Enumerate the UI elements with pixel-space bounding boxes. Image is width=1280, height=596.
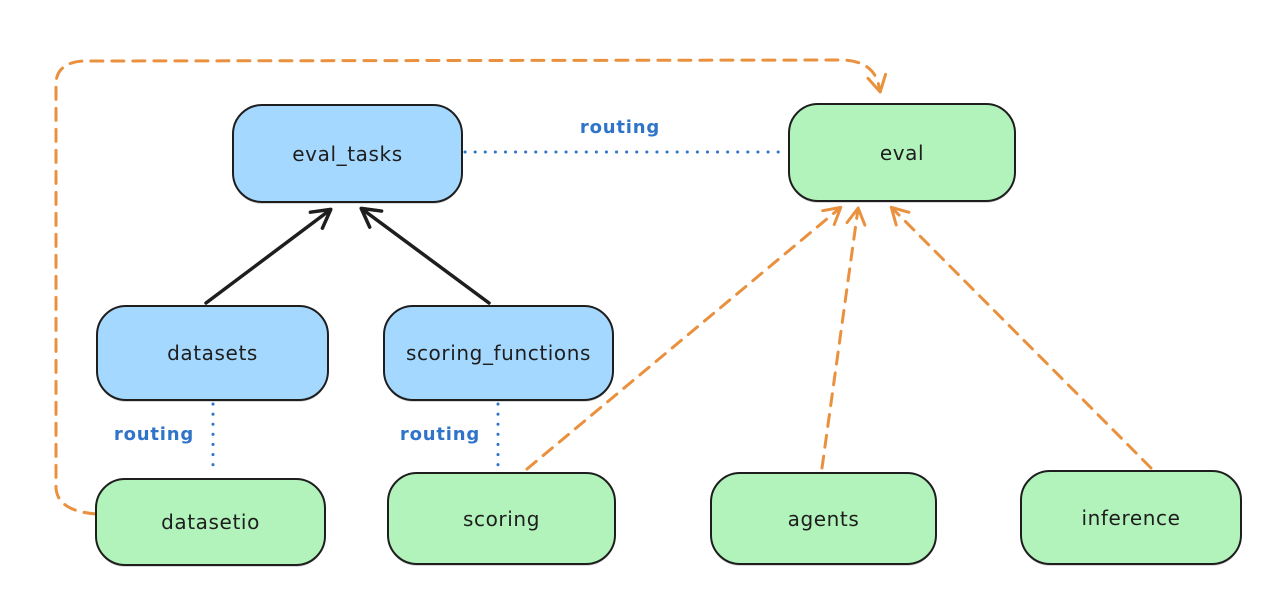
edge-agents-to-eval bbox=[820, 206, 867, 470]
edge-inference-to-eval bbox=[889, 205, 1153, 470]
node-scoring-label: scoring bbox=[462, 506, 540, 531]
edge-scoring-functions-to-eval-tasks bbox=[359, 206, 491, 305]
node-eval-label: eval bbox=[879, 140, 925, 165]
node-datasets-label: datasets bbox=[167, 341, 258, 365]
edge-datasets-to-eval-tasks bbox=[204, 207, 333, 305]
node-inference-label: inference bbox=[1081, 505, 1181, 530]
edge-scoring-to-eval bbox=[525, 205, 843, 471]
node-agents: agents bbox=[710, 472, 937, 565]
node-datasets: datasets bbox=[96, 305, 329, 401]
edge-label-routing-datasets-datasetio: routing bbox=[113, 424, 195, 445]
node-eval-tasks-label: eval_tasks bbox=[292, 141, 403, 166]
node-scoring-functions-label: scoring_functions bbox=[405, 341, 592, 365]
node-agents-label: agents bbox=[787, 506, 860, 531]
node-eval: eval bbox=[788, 103, 1016, 202]
node-eval-tasks: eval_tasks bbox=[232, 104, 463, 203]
edge-label-routing-scoring-functions-scoring: routing bbox=[399, 424, 481, 445]
edge-datasetio-to-eval bbox=[54, 58, 888, 516]
node-scoring: scoring bbox=[387, 472, 616, 565]
edge-label-routing-eval-tasks-eval: routing bbox=[579, 117, 661, 138]
node-inference: inference bbox=[1020, 470, 1242, 565]
node-datasetio-label: datasetio bbox=[161, 510, 260, 534]
node-scoring-functions: scoring_functions bbox=[383, 305, 614, 401]
node-datasetio: datasetio bbox=[95, 478, 326, 566]
